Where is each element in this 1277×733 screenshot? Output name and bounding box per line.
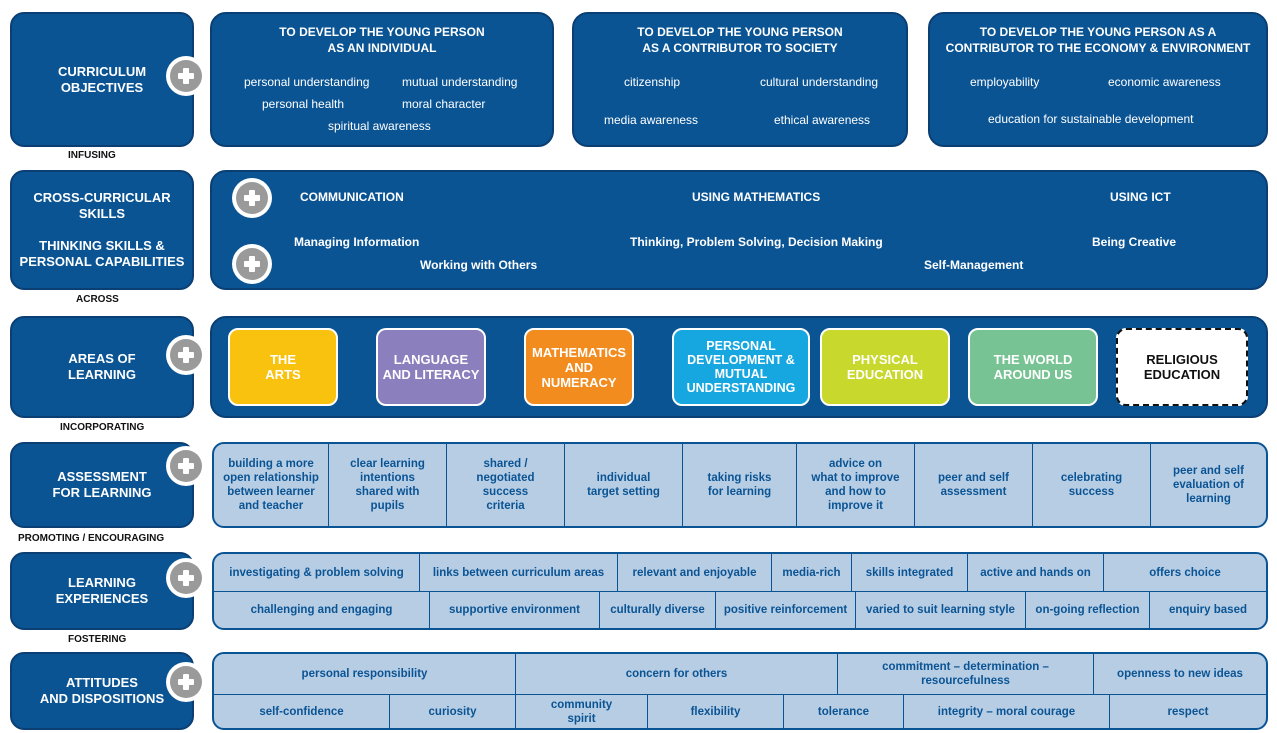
plus-icon[interactable] — [166, 446, 206, 486]
connector-fostering: FOSTERING — [68, 634, 127, 645]
attitude-cell: integrity – moral courage — [904, 695, 1110, 728]
skill-using-mathematics: USING MATHEMATICS — [692, 190, 821, 204]
objective-item: education for sustainable development — [988, 112, 1194, 126]
objective-item: personal health — [262, 97, 345, 111]
area-religious-education: RELIGIOUS EDUCATION — [1116, 328, 1248, 406]
attitude-cell: respect — [1167, 705, 1209, 718]
attitude-cell: openness to new ideas — [1117, 668, 1243, 680]
objective-item: employability — [970, 75, 1040, 89]
area-mathematics-numeracy: MATHEMATICS AND NUMERACY — [524, 328, 634, 406]
assessment-cell: advice on what to improve and how to imp… — [797, 444, 915, 526]
assessment-for-learning-label: ASSESSMENT FOR LEARNING — [10, 442, 194, 528]
area-language-literacy: LANGUAGE AND LITERACY — [376, 328, 486, 406]
capability-self-management: Self-Management — [924, 258, 1024, 272]
attitude-cell: commitment – determination – resourceful… — [838, 654, 1094, 694]
capability-being-creative: Being Creative — [1092, 235, 1177, 249]
assessment-cell: shared / negotiated success criteria — [447, 444, 565, 526]
attitudes-dispositions-label: ATTITUDES AND DISPOSITIONS — [10, 652, 194, 730]
experience-cell: investigating & problem solving — [214, 554, 420, 591]
objective-society-title: TO DEVELOP THE YOUNG PERSON AS A CONTRIB… — [637, 25, 843, 55]
objective-item: cultural understanding — [760, 75, 879, 89]
experiences-box: investigating & problem solving links be… — [212, 552, 1268, 630]
objective-item: economic awareness — [1108, 75, 1221, 89]
area-world-around-us: THE WORLD AROUND US — [968, 328, 1098, 406]
attitudes-box: personal responsibility concern for othe… — [212, 652, 1268, 730]
areas-of-learning-label: AREAS OF LEARNING — [10, 316, 194, 418]
skill-communication: COMMUNICATION — [300, 190, 404, 204]
assessment-cell: celebrating success — [1033, 444, 1151, 526]
objective-item: personal understanding — [244, 75, 370, 89]
experience-cell: active and hands on — [968, 554, 1104, 591]
attitude-cell: self-confidence — [214, 695, 390, 728]
row-divider — [214, 591, 1266, 592]
objective-item: moral character — [402, 97, 486, 111]
attitude-cell: concern for others — [516, 654, 838, 694]
experience-cell: offers choice — [1149, 566, 1221, 579]
connector-promoting-encouraging: PROMOTING / ENCOURAGING — [18, 533, 165, 544]
assessment-cell: building a more open relationship betwee… — [214, 444, 329, 526]
objective-item: mutual understanding — [402, 75, 518, 89]
capability-working-with-others: Working with Others — [420, 258, 538, 272]
experience-cell: challenging and engaging — [214, 592, 430, 628]
experience-cell: enquiry based — [1169, 604, 1247, 616]
area-pdmu: PERSONAL DEVELOPMENT & MUTUAL UNDERSTAND… — [672, 328, 810, 406]
connector-across: ACROSS — [76, 294, 119, 305]
objective-individual-box: TO DEVELOP THE YOUNG PERSON AS AN INDIVI… — [210, 12, 554, 147]
plus-icon[interactable] — [166, 335, 206, 375]
attitude-cell: personal responsibility — [214, 654, 516, 694]
experience-cell: supportive environment — [430, 592, 600, 628]
assessment-box: building a more open relationship betwee… — [212, 442, 1268, 528]
objective-individual-title: TO DEVELOP THE YOUNG PERSON AS AN INDIVI… — [279, 25, 485, 55]
experience-cell: media-rich — [772, 554, 852, 591]
experience-cell: on-going reflection — [1026, 592, 1150, 628]
capability-managing-information: Managing Information — [294, 235, 420, 249]
area-the-arts: THE ARTS — [228, 328, 338, 406]
assessment-cell: peer and self assessment — [915, 444, 1033, 526]
objective-economy-title: TO DEVELOP THE YOUNG PERSON AS A CONTRIB… — [945, 25, 1251, 55]
objective-economy-box: TO DEVELOP THE YOUNG PERSON AS A CONTRIB… — [928, 12, 1268, 147]
learning-experiences-label: LEARNING EXPERIENCES — [10, 552, 194, 630]
capability-thinking-problem-solving: Thinking, Problem Solving, Decision Maki… — [630, 235, 883, 249]
attitude-cell: tolerance — [784, 695, 904, 728]
skills-capabilities-label: CROSS-CURRICULAR SKILLS THINKING SKILLS … — [10, 170, 194, 290]
plus-icon[interactable] — [166, 558, 206, 598]
experience-cell: relevant and enjoyable — [618, 554, 772, 591]
attitude-cell: community spirit — [516, 695, 648, 728]
assessment-cell: peer and self evaluation of learning — [1173, 465, 1244, 505]
plus-icon[interactable] — [232, 244, 272, 284]
assessment-cell: taking risks for learning — [683, 444, 797, 526]
experience-cell: culturally diverse — [600, 592, 716, 628]
objective-item: spiritual awareness — [328, 119, 431, 133]
row-divider — [214, 694, 1266, 695]
experience-cell: skills integrated — [852, 554, 968, 591]
skills-box: COMMUNICATION USING MATHEMATICS USING IC… — [210, 170, 1268, 290]
attitude-cell: flexibility — [648, 695, 784, 728]
experience-cell: varied to suit learning style — [856, 592, 1026, 628]
curriculum-objectives-label: CURRICULUM OBJECTIVES — [10, 12, 194, 147]
areas-box: THE ARTS LANGUAGE AND LITERACY MATHEMATI… — [210, 316, 1268, 418]
experience-cell: positive reinforcement — [716, 592, 856, 628]
plus-icon[interactable] — [232, 178, 272, 218]
connector-incorporating: INCORPORATING — [60, 422, 145, 433]
experience-cell: links between curriculum areas — [420, 554, 618, 591]
assessment-cell: individual target setting — [565, 444, 683, 526]
objective-item: media awareness — [604, 113, 699, 127]
objective-society-box: TO DEVELOP THE YOUNG PERSON AS A CONTRIB… — [572, 12, 908, 147]
connector-infusing: INFUSING — [68, 150, 116, 161]
plus-icon[interactable] — [166, 662, 206, 702]
objective-item: citizenship — [624, 75, 681, 89]
area-physical-education: PHYSICAL EDUCATION — [820, 328, 950, 406]
skill-using-ict: USING ICT — [1110, 190, 1171, 204]
attitude-cell: curiosity — [390, 695, 516, 728]
assessment-cell: clear learning intentions shared with pu… — [329, 444, 447, 526]
plus-icon[interactable] — [166, 56, 206, 96]
objective-item: ethical awareness — [774, 113, 871, 127]
